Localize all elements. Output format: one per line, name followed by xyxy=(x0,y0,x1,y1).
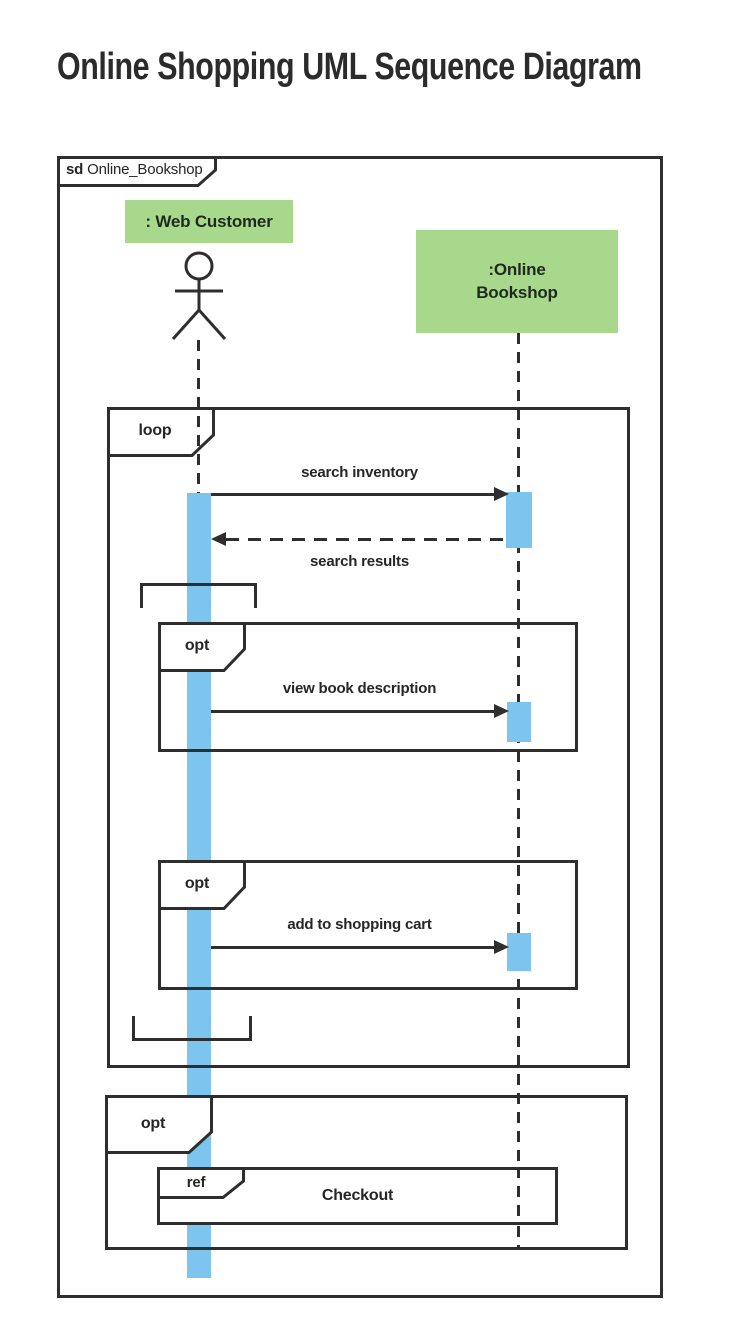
arrowhead-search-results xyxy=(211,532,226,546)
arrowhead-add-to-shopping-cart xyxy=(494,940,509,954)
bookshop-label-line1: :Online xyxy=(488,259,546,279)
opt-label-1: opt xyxy=(184,637,210,654)
loop-label: loop xyxy=(138,422,172,439)
top-bracket xyxy=(140,583,257,608)
diagram-title: Online Shopping UML Sequence Diagram xyxy=(57,46,642,88)
loop-fragment xyxy=(107,407,630,1068)
message-label-search-results: search results xyxy=(310,553,409,570)
bookshop-label-line2: Bookshop xyxy=(476,282,558,302)
opt-fragment-3 xyxy=(105,1095,628,1250)
opt-label-2: opt xyxy=(184,875,210,892)
opt-pentagon-2 xyxy=(158,860,246,910)
activation-bar-bookshop-2 xyxy=(507,702,531,742)
message-line-search-results xyxy=(226,538,508,541)
lifeline-head-online-bookshop: :Online Bookshop xyxy=(416,230,618,333)
loop-pentagon xyxy=(107,407,215,457)
bookshop-lifeline xyxy=(517,333,520,1250)
message-line-add-to-shopping-cart xyxy=(211,946,496,949)
bottom-bracket xyxy=(132,1016,252,1041)
bookshop-lifeline-ref-overlay xyxy=(517,1167,520,1225)
message-label-search-inventory: search inventory xyxy=(301,464,418,481)
actor-icon xyxy=(171,251,227,341)
arrowhead-search-inventory xyxy=(494,487,509,501)
message-label-view-book-description: view book description xyxy=(282,680,437,697)
arrowhead-view-book-description xyxy=(494,704,509,718)
opt-label-3: opt xyxy=(140,1114,166,1132)
message-label-add-to-shopping-cart: add to shopping cart xyxy=(287,916,432,933)
lifeline-head-web-customer: : Web Customer xyxy=(125,200,293,243)
message-line-view-book-description xyxy=(211,710,496,713)
sd-keyword: sd xyxy=(66,161,84,178)
opt-pentagon-3 xyxy=(105,1095,213,1154)
ref-label: ref xyxy=(186,1173,206,1191)
ref-pentagon xyxy=(157,1167,245,1199)
sequence-frame xyxy=(57,156,663,1298)
opt-pentagon-1 xyxy=(158,622,246,672)
activation-bar-bookshop-3 xyxy=(507,933,531,971)
frame-name: Online_Bookshop xyxy=(87,161,203,178)
sd-pentagon xyxy=(57,156,217,187)
opt-fragment-1 xyxy=(158,622,578,752)
checkout-label: Checkout xyxy=(321,1187,394,1204)
opt-fragment-2 xyxy=(158,860,578,990)
activation-bar-bookshop-1 xyxy=(506,492,532,548)
message-line-search-inventory xyxy=(211,493,496,496)
